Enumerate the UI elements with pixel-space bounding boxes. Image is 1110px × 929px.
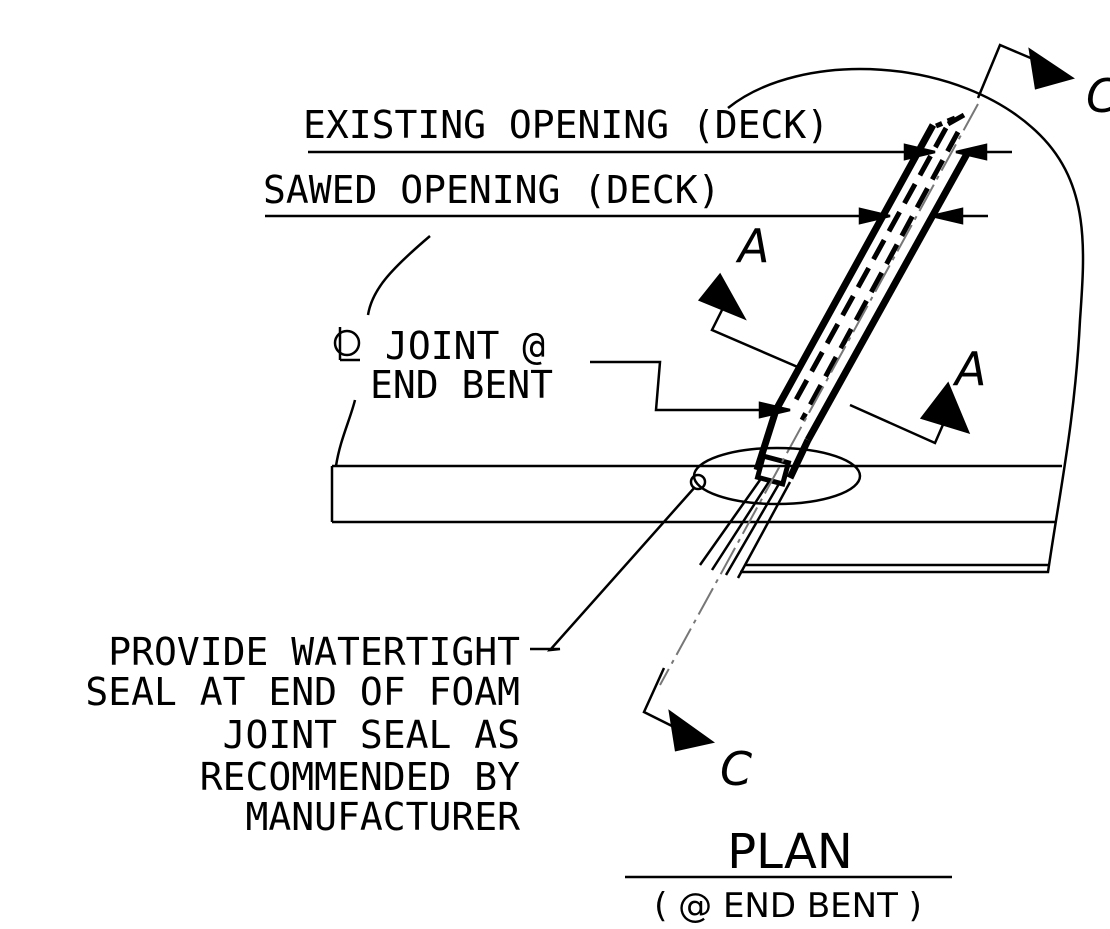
section-label-c-lower: C <box>720 742 752 796</box>
seal-note-line-2: SEAL AT END OF FOAM <box>85 670 520 714</box>
drawing-subtitle: ( @ END BENT ) <box>654 886 922 926</box>
deck-outline <box>727 67 1085 574</box>
centerline-joint-label-2: END BENT <box>370 363 553 407</box>
seal-note-line-5: MANUFACTURER <box>245 795 520 839</box>
leader-centerline <box>590 360 791 419</box>
break-line <box>334 235 431 467</box>
joint-seal <box>698 112 972 579</box>
centerline-joint-label-1: JOINT @ <box>385 324 545 368</box>
centerline-symbol <box>333 327 361 362</box>
section-label-a-lower: A <box>952 342 986 396</box>
callout-oval <box>692 446 862 506</box>
section-marker-a-lower <box>849 381 971 445</box>
section-label-c-upper: C <box>1086 69 1110 123</box>
section-marker-c-lower <box>642 667 716 752</box>
end-bent <box>330 464 1062 567</box>
seal-note-line-4: RECOMMENDED BY <box>200 755 520 799</box>
seal-note-line-1: PROVIDE WATERTIGHT <box>108 630 520 674</box>
section-marker-a-upper <box>697 272 801 370</box>
dimension-sawed-opening <box>265 207 988 225</box>
existing-opening-label: EXISTING OPENING (DECK) <box>303 103 829 147</box>
seal-note-line-3: JOINT SEAL AS <box>223 713 520 757</box>
sawed-opening-label: SAWED OPENING (DECK) <box>263 168 721 212</box>
joint-centerline <box>659 103 979 686</box>
section-marker-c-upper <box>976 43 1075 99</box>
section-label-a-upper: A <box>735 219 769 273</box>
drawing-title: PLAN <box>727 824 853 880</box>
dimension-existing-opening <box>308 143 1012 161</box>
leader-seal-note <box>530 486 696 652</box>
leader-origin <box>689 473 707 491</box>
